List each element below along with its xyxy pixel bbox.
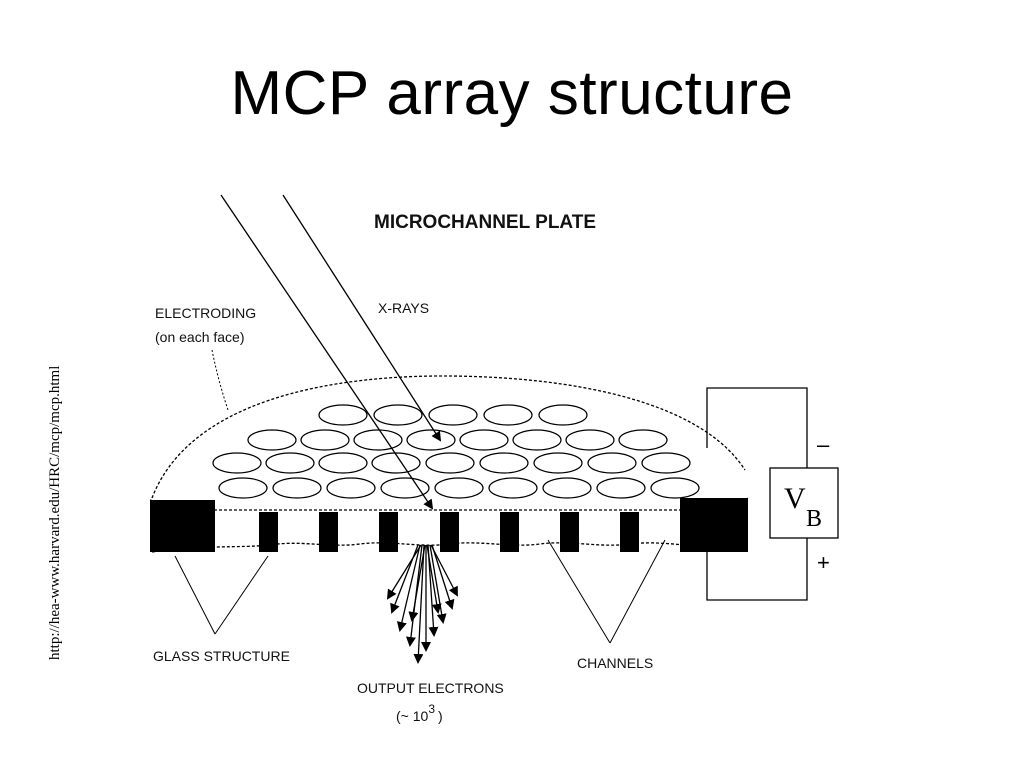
xray-beam-2 (282, 194, 442, 442)
plate-top-face (151, 375, 746, 499)
output-electrons-label: OUTPUT ELECTRONS (357, 680, 504, 696)
electroding-label: ELECTRODING (155, 305, 256, 321)
output-electron-spray (386, 544, 458, 664)
bias-voltage-symbol: V (784, 482, 806, 515)
glass-structure-pointers (174, 555, 269, 635)
glass-structure-label: GLASS STRUCTURE (153, 648, 290, 664)
diagram-heading: MICROCHANNEL PLATE (374, 212, 596, 233)
xrays-label: X-RAYS (378, 300, 429, 316)
minus-terminal: – (817, 432, 830, 457)
electroding-pointer (211, 349, 229, 411)
bias-circuit (706, 387, 839, 601)
plate-front-top-edge (149, 497, 749, 511)
xray-beam-1 (220, 194, 434, 510)
output-count-label: (~ 103) (396, 702, 443, 724)
plus-terminal: + (817, 550, 830, 575)
channels-label: CHANNELS (577, 655, 653, 671)
channels-pointers (547, 539, 666, 644)
electroding-sublabel: (on each face) (155, 329, 245, 345)
slide-title: MCP array structure (230, 59, 794, 128)
glass-walls (150, 498, 748, 552)
bias-voltage-subscript: B (806, 506, 822, 532)
channel-openings (212, 404, 700, 499)
